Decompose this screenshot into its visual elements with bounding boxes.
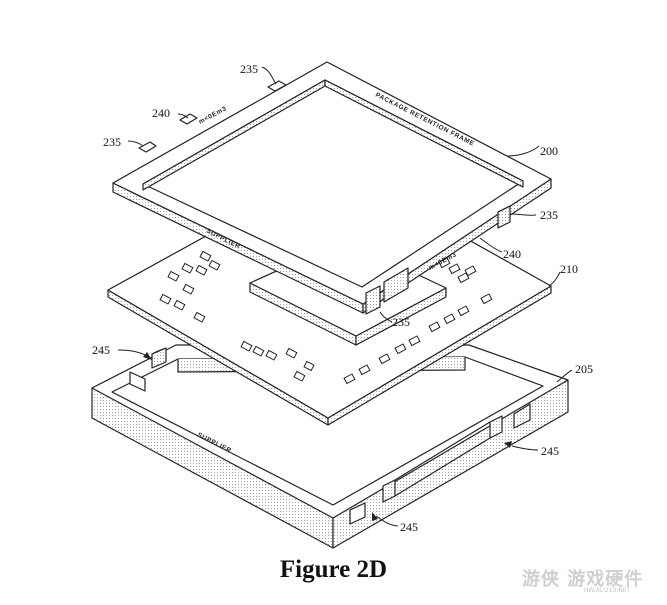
ref-200: 200: [540, 144, 558, 158]
base-corner-post-right: [513, 403, 531, 429]
figure-caption: Figure 2D: [279, 556, 388, 583]
smd-component: [443, 313, 456, 325]
smd-component: [480, 293, 493, 305]
reference-arrowheads: [143, 352, 512, 521]
smd-component: [378, 353, 391, 365]
smd-component: [181, 262, 194, 274]
smd-component: [240, 340, 253, 352]
ref-235-left: 235: [103, 135, 121, 149]
ref-210: 210: [560, 262, 578, 276]
ref-205: 205: [575, 362, 593, 376]
smd-component: [265, 349, 278, 361]
smd-component: [343, 373, 356, 385]
ref-245-right: 245: [541, 444, 559, 458]
smd-component: [293, 370, 306, 382]
smd-component: [428, 321, 441, 333]
smd-component: [167, 270, 180, 282]
smd-component: [394, 343, 407, 355]
base-front-left-wall: [91, 387, 334, 549]
smd-component: [464, 265, 477, 277]
ref-245-bottom: 245: [400, 520, 418, 534]
smd-component: [303, 360, 315, 372]
watermark: 游侠 游戏硬件 HW.ALI213.NET: [522, 565, 664, 597]
smd-component: [285, 347, 298, 359]
reference-leaders: [117, 66, 573, 527]
ref-240-left: 240: [152, 106, 170, 120]
ref-235-top: 235: [240, 62, 258, 76]
socket-base-205: [91, 344, 569, 549]
ref-240-right: 240: [503, 247, 521, 261]
base-top-inner-edge: [111, 356, 544, 506]
base-corner-post-bottom: [349, 502, 366, 525]
watermark-subtext: HW.ALI213.NET: [584, 587, 631, 594]
base-corner-post-left: [129, 371, 146, 392]
smd-component: [173, 299, 186, 311]
smd-component: [448, 263, 461, 275]
smd-component: [159, 293, 172, 305]
ref-235-mid: 235: [392, 315, 410, 329]
base-alignment-key-245-right: [489, 415, 503, 439]
smd-component: [408, 335, 421, 347]
smd-component: [358, 364, 371, 376]
frame-front-latch: [383, 267, 409, 303]
frame-notch-235-left: [138, 141, 157, 153]
frame-notch-240: [179, 113, 198, 125]
smd-component: [208, 259, 221, 271]
watermark-text: 游侠 游戏硬件: [522, 569, 644, 590]
smd-component: [199, 250, 212, 262]
smd-component: [252, 345, 265, 357]
package-retention-frame-200: [112, 61, 552, 315]
frame-tab-235-front: [365, 285, 381, 315]
base-front-right-wall: [332, 379, 569, 549]
ref-245-left: 245: [92, 343, 110, 357]
ref-235-right: 235: [540, 208, 558, 222]
smd-component: [457, 305, 470, 317]
smd-component: [195, 264, 208, 276]
smd-component: [193, 311, 206, 323]
smd-component: [182, 283, 195, 295]
